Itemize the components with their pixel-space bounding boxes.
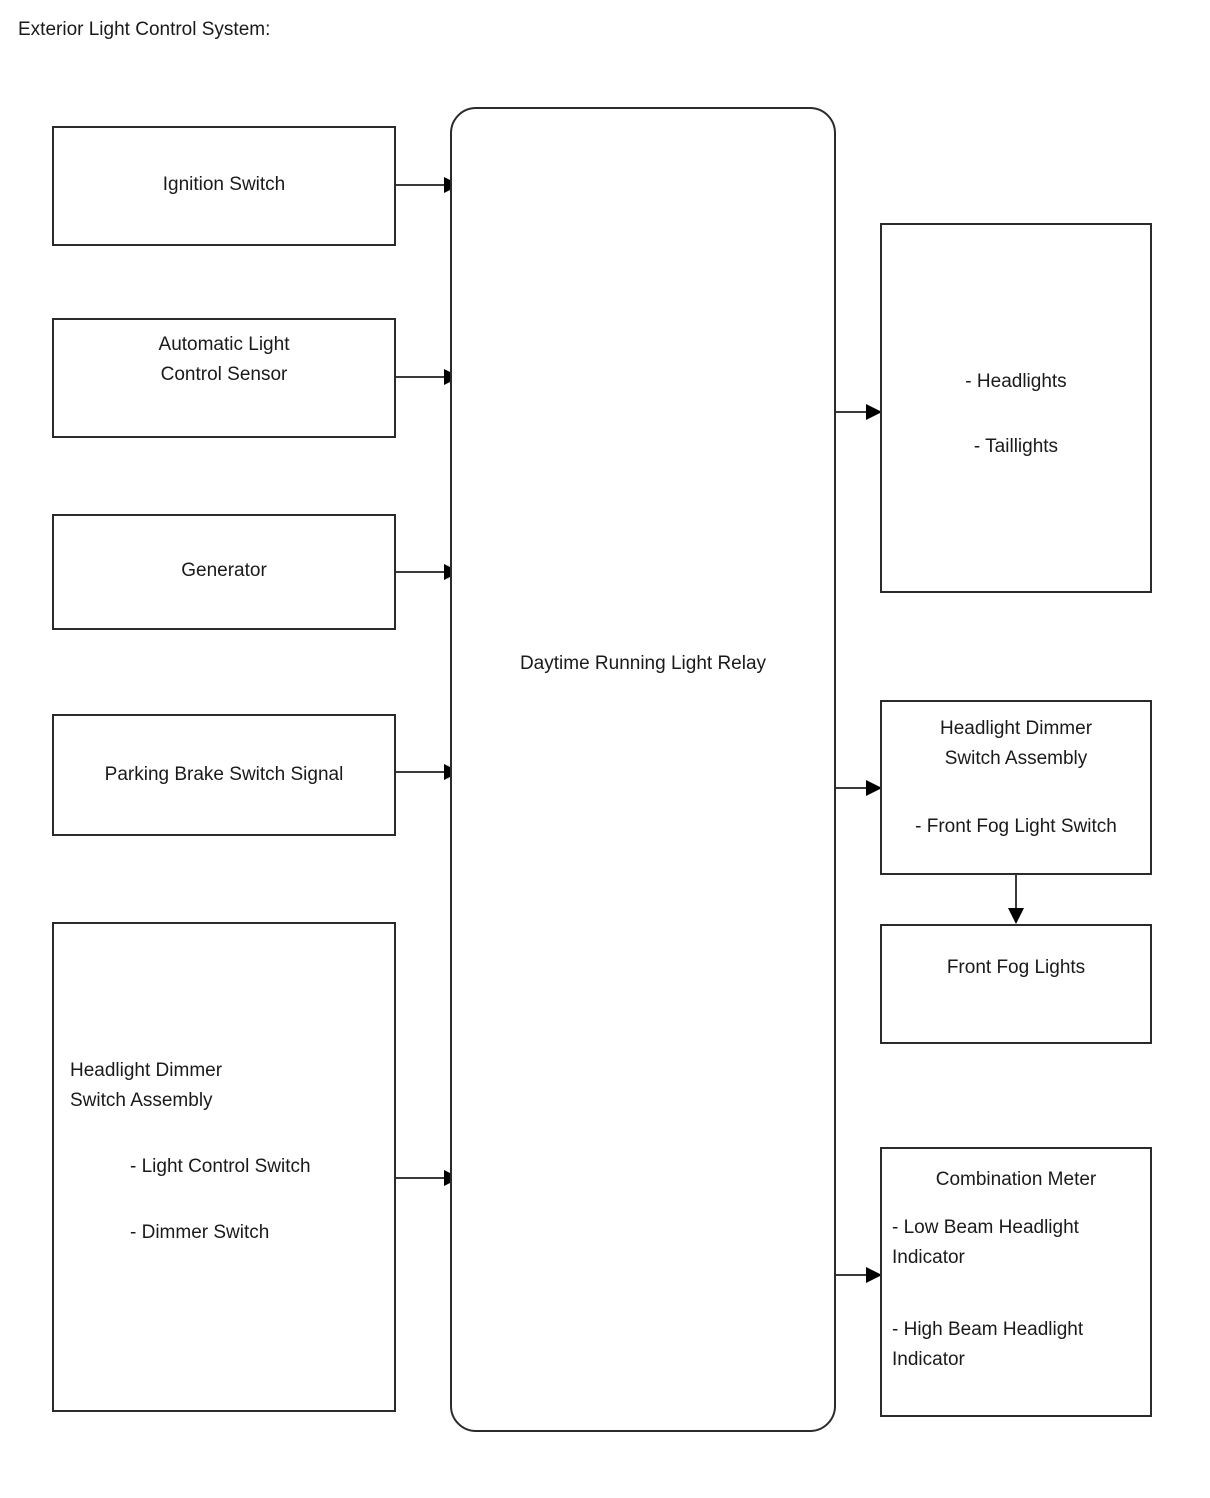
box-front-fog-lights[interactable]: Front Fog Lights [880,924,1152,1044]
box-label-parking-brake-switch-signal: Parking Brake Switch Signal [104,764,344,785]
box-title-combination-meter: Combination Meter [935,1169,1097,1190]
box-parking-brake-switch-signal[interactable]: Parking Brake Switch Signal [52,714,396,836]
box-combination-meter[interactable]: Combination Meter - Low Beam Headlight I… [880,1147,1152,1417]
box-automatic-light-control-sensor[interactable]: Automatic Light Control Sensor [52,318,396,438]
box-item-headlights: - Headlights [965,371,1067,392]
box-item-front-fog-light-switch: - Front Fog Light Switch [915,816,1117,837]
box-title-headlight-dimmer-switch-assembly-input: Headlight Dimmer Switch Assembly [70,1060,223,1111]
box-title-headlight-dimmer-switch-assembly-output: Headlight Dimmer Switch Assembly [939,718,1093,769]
connector-relay-to-combination-meter [836,1267,882,1283]
box-label-daytime-running-light-relay: Daytime Running Light Relay [519,653,767,674]
box-label-generator: Generator [181,560,267,581]
box-lamps[interactable]: - Headlights - Taillights [880,223,1152,593]
box-label-front-fog-lights: Front Fog Lights [946,957,1086,978]
box-headlight-dimmer-switch-assembly-output[interactable]: Headlight Dimmer Switch Assembly - Front… [880,700,1152,875]
connector-headlight-dimmer-to-front-fog-lights [1008,875,1024,924]
box-ignition-switch[interactable]: Ignition Switch [52,126,396,246]
box-item-light-control-switch: - Light Control Switch [130,1156,311,1177]
box-item-dimmer-switch: - Dimmer Switch [130,1222,270,1243]
connector-relay-to-headlight-dimmer-switch-assembly-output [836,780,882,796]
box-daytime-running-light-relay[interactable]: Daytime Running Light Relay [450,107,836,1432]
box-label-automatic-light-control-sensor: Automatic Light Control Sensor [158,334,290,385]
box-generator[interactable]: Generator [52,514,396,630]
connector-relay-to-lamps [836,404,882,420]
box-item-high-beam-headlight-indicator: - High Beam Headlight Indicator [892,1319,1084,1370]
page-title: Exterior Light Control System: [18,19,271,40]
box-item-taillights: - Taillights [973,436,1059,457]
box-item-low-beam-headlight-indicator: - Low Beam Headlight Indicator [892,1217,1079,1268]
box-headlight-dimmer-switch-assembly-input[interactable]: Headlight Dimmer Switch Assembly - Light… [52,922,396,1412]
box-label-ignition-switch: Ignition Switch [162,174,286,195]
